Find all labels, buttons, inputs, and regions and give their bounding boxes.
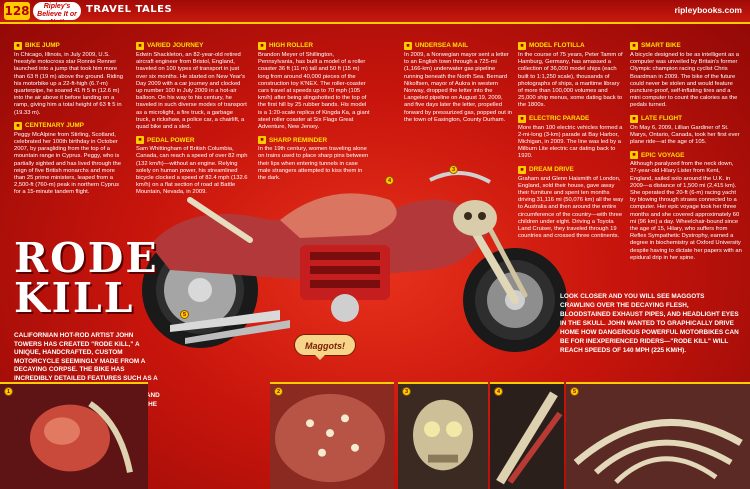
column-1: ■BIKE JUMP In Chicago, Illinois, in July… (14, 42, 126, 202)
bullet-icon: ■ (136, 136, 144, 145)
entry-title: SMART BIKE (641, 42, 681, 50)
hero-title-line-1: RODE (14, 234, 159, 282)
entry-pedal-power: ■PEDAL POWER Sam Whittingham of British … (136, 136, 248, 196)
photo-skull-headlight: 3 (398, 382, 488, 489)
entry-text: Peggy McAlpine from Stirling, Scotland, … (14, 131, 121, 196)
entry-bike-jump: ■BIKE JUMP In Chicago, Illinois, in July… (14, 42, 126, 117)
entry-smart-bike: ■SMART BIKE A bicycle designed to be as … (630, 42, 742, 110)
hero-title-line-2: KILL (14, 274, 135, 322)
entry-text: In Chicago, Illinois, in July 2009, U.S.… (14, 52, 123, 116)
entry-epic-voyage: ■EPIC VOYAGE Although paralyzed from the… (630, 151, 742, 262)
entry-text: Although paralyzed from the neck down, 3… (630, 161, 742, 261)
entry-late-flight: ■LATE FLIGHT On May 6, 2009, Lillian Gar… (630, 114, 742, 147)
entry-text: On May 6, 2009, Lillian Gardiner of St. … (630, 124, 740, 146)
hero-title: RODE KILL (14, 234, 159, 322)
bullet-icon: ■ (136, 42, 144, 50)
entry-title: ELECTRIC PARADE (529, 115, 590, 123)
entry-model-flotilla: ■MODEL FLOTILLA In the course of 75 year… (518, 42, 624, 110)
entry-electric-parade: ■ELECTRIC PARADE More than 100 electric … (518, 114, 624, 161)
photo-marker-5b: 5 (570, 387, 579, 396)
entry-text: More than 100 electric vehicles formed a… (518, 124, 623, 160)
photo-heart: 1 (0, 382, 148, 489)
entry-dream-drive: ■DREAM DRIVE Graham and Glenn Haismith o… (518, 165, 624, 241)
column-2: ■VARIED JOURNEY Edwin Shackleton, an 82-… (136, 42, 248, 202)
photo-maggots-close: 2 (270, 382, 394, 489)
section-title: TRAVEL TALES (86, 4, 173, 15)
header-divider (0, 22, 750, 24)
entry-text: In the course of 75 years, Peter Tamm of… (518, 52, 623, 109)
column-6: ■SMART BIKE A bicycle designed to be as … (630, 42, 742, 267)
entry-text: In 2009, a Norwegian mayor sent a letter… (404, 52, 512, 123)
bullet-icon: ■ (258, 42, 266, 50)
column-5: ■MODEL FLOTILLA In the course of 75 year… (518, 42, 624, 245)
entry-text: Graham and Glenn Haismith of London, Eng… (518, 175, 624, 240)
page-header: 128 Ripley's Believe It or Not! TRAVEL T… (0, 0, 750, 26)
entry-title: EPIC VOYAGE (641, 151, 685, 159)
ripleys-logo: Ripley's Believe It or Not! (33, 2, 81, 26)
photo-bone-frame: 4 (490, 382, 564, 489)
entry-title: HIGH ROLLER (269, 42, 314, 50)
entry-text: Sam Whittingham of British Columbia, Can… (136, 146, 248, 196)
entry-title: DREAM DRIVE (529, 166, 574, 174)
bullet-icon: ■ (518, 114, 526, 123)
bullet-icon: ■ (630, 114, 638, 123)
photo-marker-2: 2 (274, 387, 283, 396)
entry-title: LATE FLIGHT (641, 115, 683, 123)
entry-sharp-reminder: ■SHARP REMINDER In the 19th century, wom… (258, 136, 370, 182)
brand-line-1: Ripley's (43, 3, 71, 10)
bullet-icon: ■ (630, 42, 638, 50)
photo-marker-3b: 3 (402, 387, 411, 396)
entry-varied-journey: ■VARIED JOURNEY Edwin Shackleton, an 82-… (136, 42, 248, 131)
bullet-icon: ■ (14, 42, 22, 50)
photo-marker-5: 5 (180, 310, 189, 319)
entry-title: UNDERSEA MAIL (415, 42, 469, 50)
page-number: 128 (4, 2, 30, 20)
entry-centenary-jump: ■CENTENARY JUMP Peggy McAlpine from Stir… (14, 121, 126, 197)
photo-marker-1: 1 (4, 387, 13, 396)
entry-title: BIKE JUMP (25, 42, 60, 50)
entry-title: SHARP REMINDER (269, 136, 328, 144)
site-url[interactable]: ripleybooks.com (674, 5, 742, 15)
entry-title: CENTENARY JUMP (25, 122, 84, 130)
entry-text: Brandon Meyer of Shillington, Pennsylvan… (258, 52, 370, 131)
bullet-icon: ■ (518, 165, 526, 174)
bullet-icon: ■ (258, 136, 266, 145)
entry-text: Edwin Shackleton, an 82-year-old retired… (136, 52, 247, 131)
maggots-callout: Maggots! (294, 334, 356, 360)
entry-undersea-mail: ■UNDERSEA MAIL In 2009, a Norwegian mayo… (404, 42, 512, 124)
entry-text: In the 19th century, women traveling alo… (258, 146, 369, 182)
photo-marker-4b: 4 (494, 387, 503, 396)
entry-title: MODEL FLOTILLA (529, 42, 585, 50)
entry-title: VARIED JOURNEY (147, 42, 204, 50)
column-4: ■UNDERSEA MAIL In 2009, a Norwegian mayo… (404, 42, 512, 129)
bullet-icon: ■ (630, 151, 638, 160)
entry-title: PEDAL POWER (147, 136, 195, 144)
photo-marker-4: 4 (385, 176, 394, 185)
photo-ribcage-tank: 5 (566, 382, 750, 489)
bullet-icon: ■ (14, 121, 22, 130)
bullet-icon: ■ (518, 42, 526, 50)
column-3: ■HIGH ROLLER Brandon Meyer of Shillingto… (258, 42, 370, 187)
photo-marker-3: 3 (449, 165, 458, 174)
entry-high-roller: ■HIGH ROLLER Brandon Meyer of Shillingto… (258, 42, 370, 131)
bullet-icon: ■ (404, 42, 412, 50)
motorcycle-illustration (142, 170, 567, 352)
brand-line-2: Believe It or Not! (37, 11, 77, 26)
hero-outro: Look closer and you will see maggots cra… (560, 293, 739, 354)
entry-text: A bicycle designed to be as intelligent … (630, 52, 739, 109)
